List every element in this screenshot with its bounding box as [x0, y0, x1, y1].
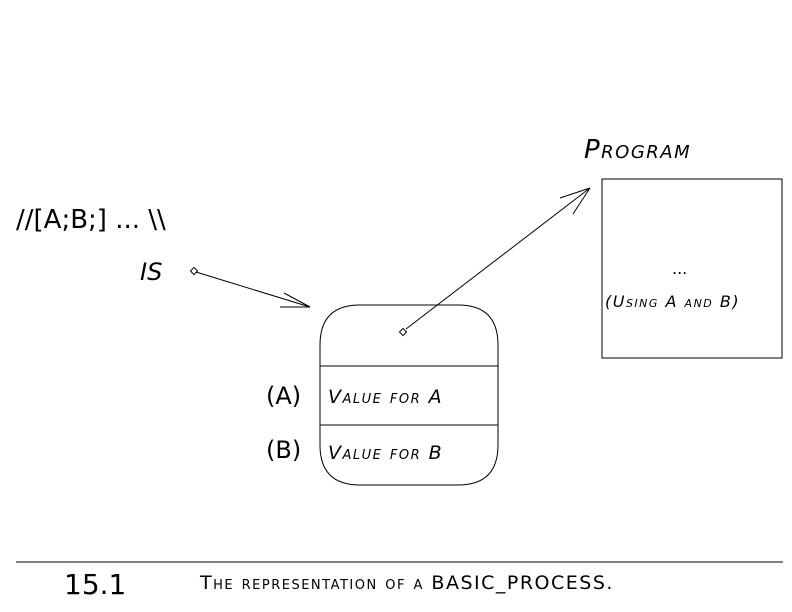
process-box — [319, 304, 499, 486]
is-arrow — [189, 266, 311, 308]
is-label: IS — [140, 258, 162, 286]
program-ellipsis: ... — [672, 259, 687, 278]
program-body-text: (Using A and B) — [605, 292, 740, 311]
row-tag-a: (A) — [266, 382, 301, 410]
row-value-a: Value for A — [328, 386, 443, 408]
row-value-b: Value for B — [328, 442, 443, 464]
program-arrow-origin-diamond — [398, 327, 408, 337]
caption-number: 15.1 — [64, 568, 126, 601]
expression-text: //[A;B;] ... \\ — [16, 205, 166, 235]
is-arrow-origin-diamond — [189, 266, 199, 276]
row-tag-b: (B) — [266, 436, 301, 464]
caption-text: The representation of a BASIC_PROCESS. — [199, 572, 614, 594]
program-title: Program — [584, 135, 691, 165]
program-arrow — [398, 187, 591, 337]
program-box — [601, 178, 783, 359]
